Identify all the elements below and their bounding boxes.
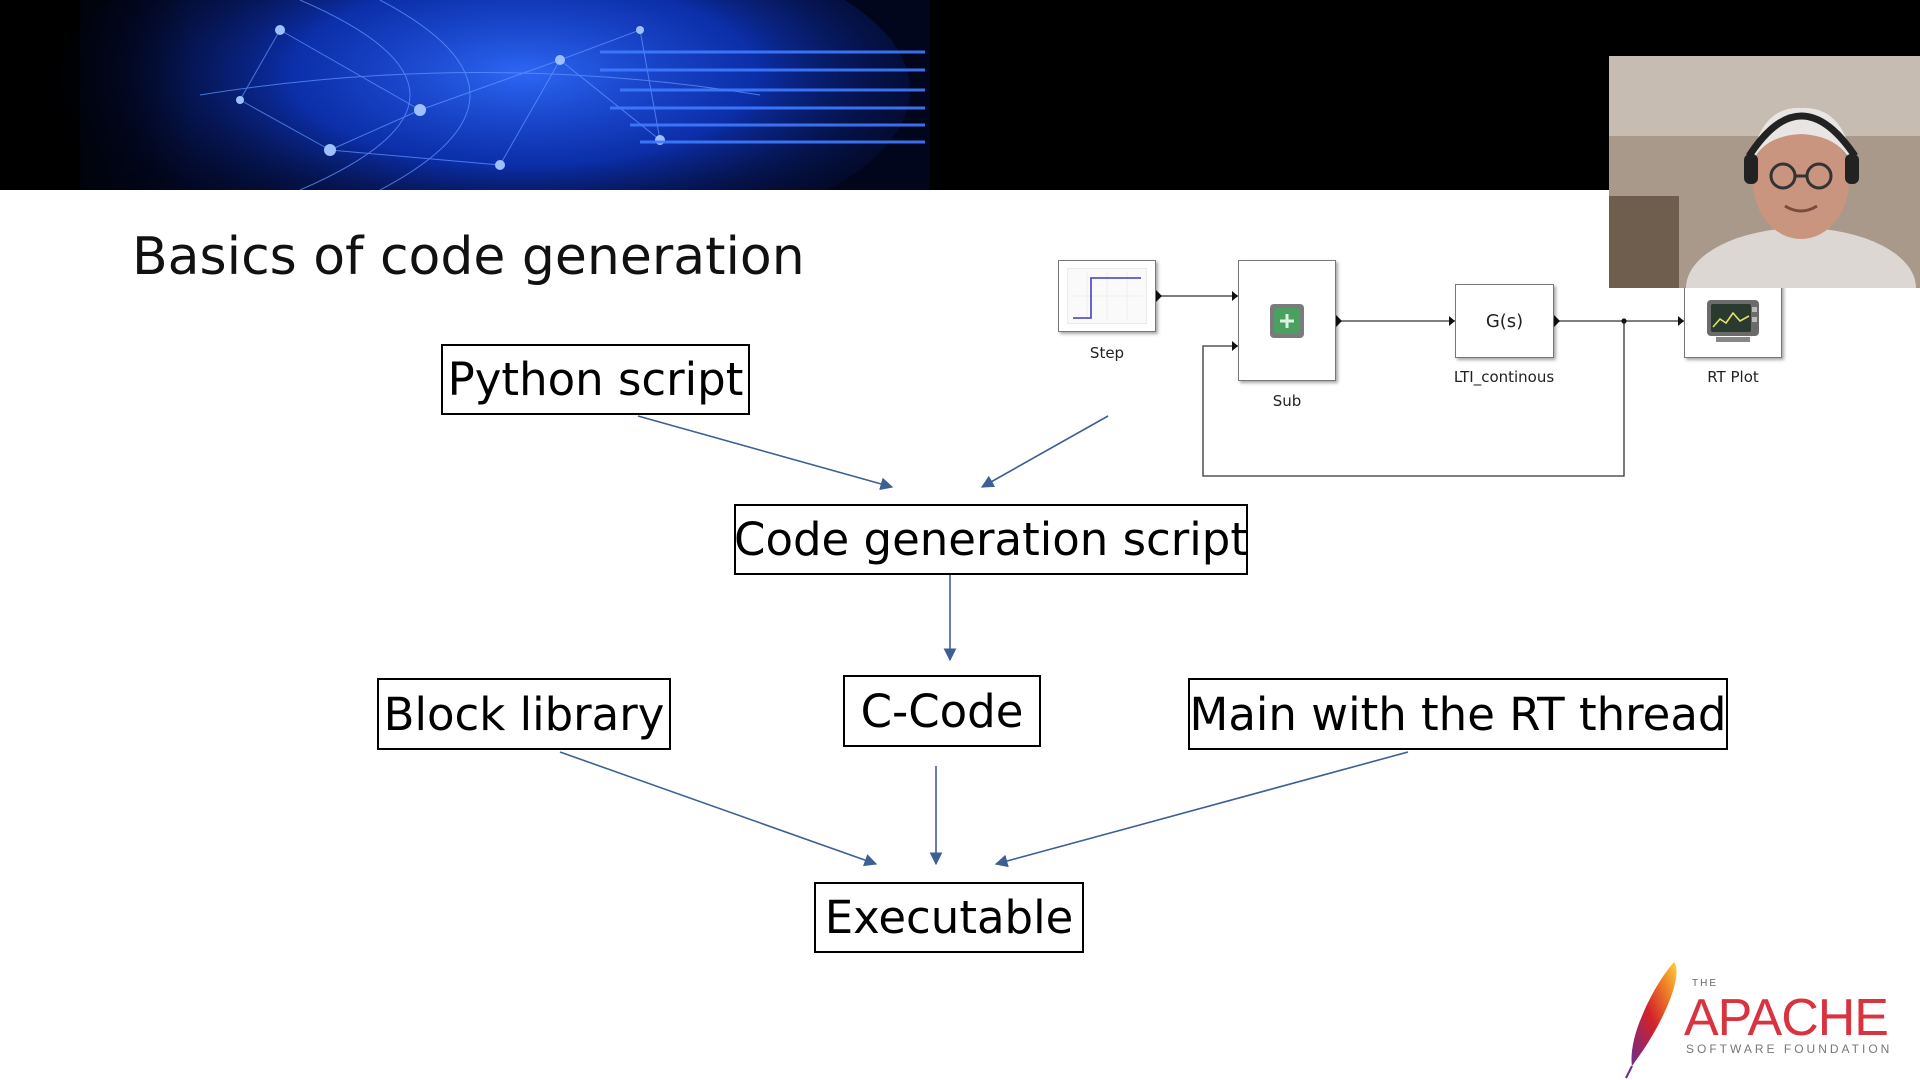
block-step [1058, 260, 1156, 332]
node-c-code: C-Code [843, 675, 1041, 747]
arrow-blocklib-to-exe [559, 751, 878, 867]
presenter-figure [1609, 56, 1920, 288]
sum-block-icon [1270, 303, 1304, 338]
network-globe-graphic [0, 0, 1920, 190]
transfer-function-text: G(s) [1485, 310, 1524, 332]
scope-monitor-icon [1707, 300, 1759, 342]
apache-logo: THE APACHE SOFTWARE FOUNDATION [1618, 958, 1918, 1080]
node-executable: Executable [814, 882, 1084, 953]
wire-feedback [1202, 321, 1625, 477]
header-banner [0, 0, 1920, 190]
arrow-mainrt-to-exe [994, 751, 1409, 868]
logo-name: APACHE [1684, 989, 1889, 1047]
node-main-rt-thread: Main with the RT thread [1188, 678, 1728, 750]
block-lti: G(s) [1455, 284, 1554, 358]
step-signal-icon [1067, 268, 1147, 324]
presenter-webcam-video [1609, 56, 1920, 288]
block-lti-label: LTI_continous [1453, 368, 1555, 386]
slide-title: Basics of code generation [132, 227, 805, 287]
block-step-label: Step [1089, 344, 1125, 362]
feather-icon [1625, 962, 1677, 1079]
block-sub-label: Sub [1272, 392, 1302, 410]
block-sub [1238, 260, 1336, 381]
logo-prefix: THE [1692, 978, 1718, 989]
node-code-generation-script: Code generation script [734, 504, 1248, 575]
arrow-python-to-codegen [637, 415, 894, 491]
block-rt-plot-label: RT Plot [1707, 368, 1759, 386]
block-rt-plot [1684, 284, 1782, 358]
node-python-script: Python script [441, 344, 750, 415]
node-block-library: Block library [377, 678, 671, 750]
arrow-diagram-to-codegen [980, 415, 1109, 488]
logo-suffix: SOFTWARE FOUNDATION [1686, 1042, 1893, 1056]
